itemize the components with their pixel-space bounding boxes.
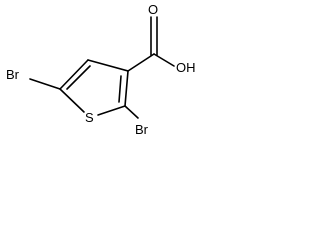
bond-c3-c2-double-outer bbox=[124, 70, 129, 107]
atom-label-bromine-left: Br bbox=[6, 67, 20, 82]
atom-label-hydroxyl: OH bbox=[176, 60, 196, 75]
atom-label-sulfur: S bbox=[85, 110, 94, 125]
bond-c4-c3 bbox=[87, 59, 129, 72]
bond-c5-br bbox=[29, 78, 61, 90]
bond-s-c5 bbox=[59, 88, 85, 113]
bond-carboxyl-c-oh bbox=[153, 53, 175, 67]
bond-c3-carboxyl bbox=[127, 53, 155, 72]
bond-c2-br bbox=[124, 105, 139, 119]
chemical-structure-diagram: Br S Br O OH bbox=[6, 2, 196, 137]
atom-label-bromine-right: Br bbox=[135, 122, 149, 137]
atom-label-carbonyl-oxygen: O bbox=[148, 2, 158, 17]
bond-c5-c4-double-outer bbox=[59, 59, 89, 90]
bond-c2-s bbox=[97, 105, 126, 116]
bond-c5-c4-double-inner bbox=[66, 65, 91, 90]
bond-c3-c2-double-inner bbox=[118, 75, 122, 103]
